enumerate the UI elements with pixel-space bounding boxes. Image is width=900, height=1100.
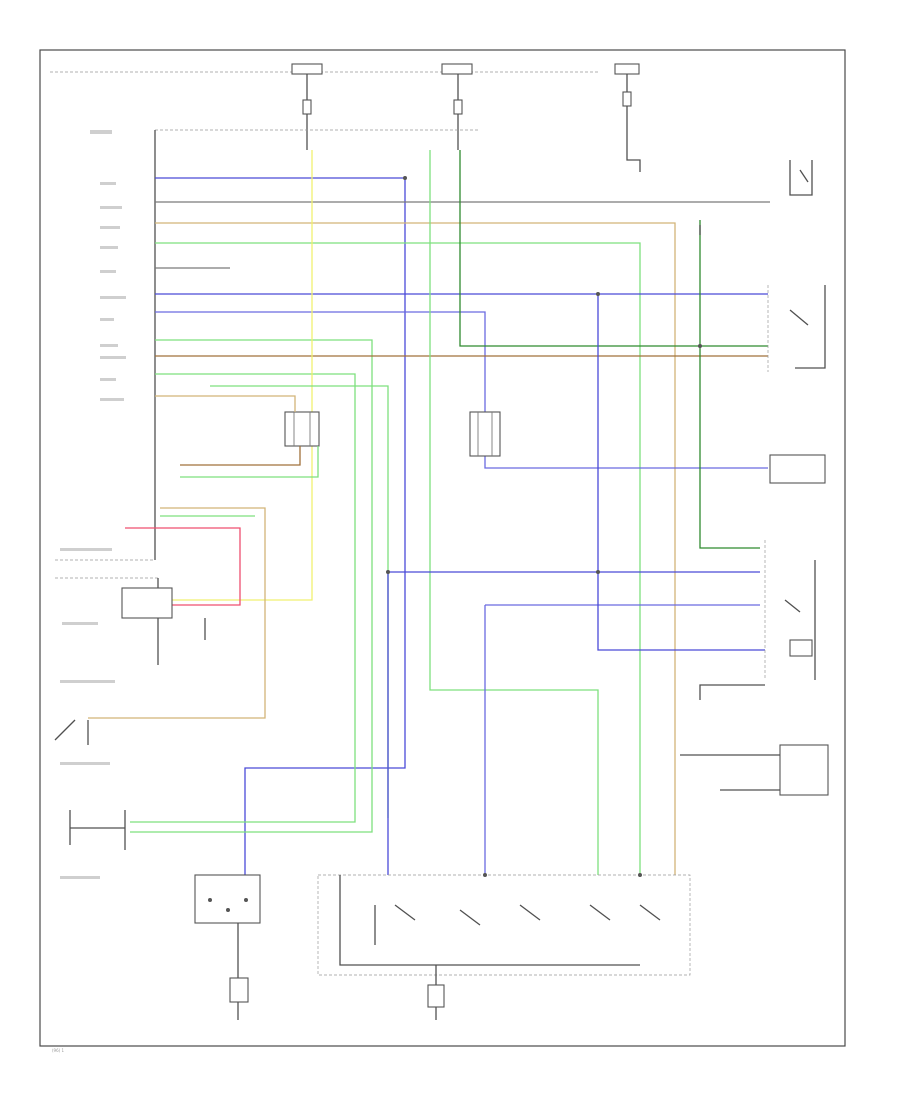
right-switch-assembly xyxy=(767,285,826,372)
wire-blue-3 xyxy=(155,311,768,469)
relay-box-left xyxy=(284,411,320,447)
wire-green-3 xyxy=(130,373,356,823)
mode-switch-assembly xyxy=(317,874,691,1020)
ground-right xyxy=(699,684,765,700)
wire-green-relay-in xyxy=(210,385,389,818)
wire-green-2 xyxy=(130,339,373,833)
sensor-lower-left xyxy=(121,587,206,640)
right-switch-top xyxy=(789,160,813,196)
right-sensor-box xyxy=(680,744,829,796)
control-unit-connector xyxy=(55,129,480,561)
diagram-frame xyxy=(39,49,846,1047)
wire-blue-1 xyxy=(155,177,406,880)
wire-tan-1 xyxy=(155,222,676,875)
right-switch-small xyxy=(769,454,826,484)
connector-pin-labels xyxy=(60,130,126,879)
fuse-feed-right xyxy=(441,63,473,150)
wire-tan-3 xyxy=(88,507,266,719)
footer-label: (96) 1 xyxy=(52,1048,64,1053)
fuse-feed-left xyxy=(291,63,323,150)
wire-blue-right-loop xyxy=(597,294,765,651)
relay-box-center xyxy=(469,411,501,457)
junction-dots xyxy=(386,176,702,877)
wire-dark-green xyxy=(459,150,768,347)
right-switch-lower xyxy=(764,540,816,680)
fuse-feed-top-right xyxy=(614,63,641,172)
wire-red xyxy=(125,527,241,606)
wire-tan-relay xyxy=(200,395,296,412)
wire-dark-green-2 xyxy=(699,220,760,549)
wire-green-1 xyxy=(155,242,641,875)
wire-brown-relay-out xyxy=(180,446,301,466)
wire-green-vertical-1 xyxy=(429,150,599,875)
range-switch-left xyxy=(194,874,261,1020)
wire-yellow-main xyxy=(160,150,313,601)
switch-lower-left xyxy=(54,719,89,745)
switch-bottom-left xyxy=(69,810,126,850)
wire-green-relay-out xyxy=(180,446,319,478)
